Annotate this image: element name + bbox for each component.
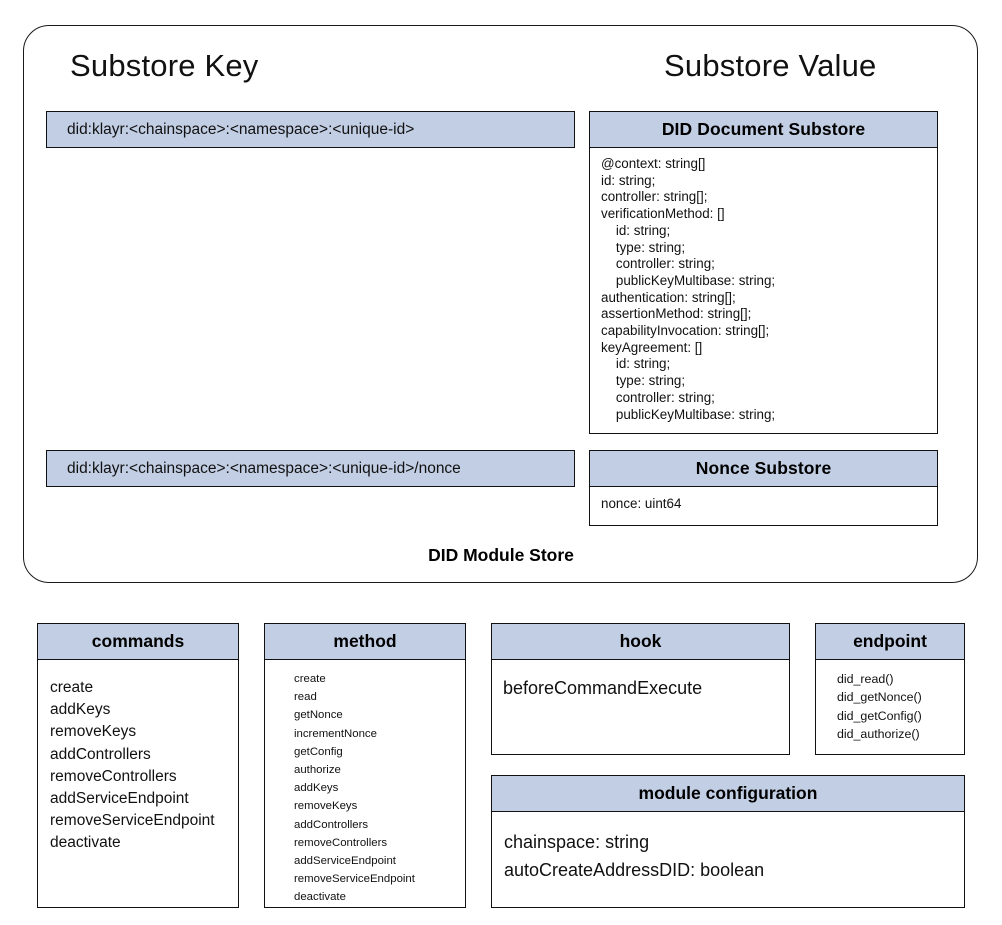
nonce-substore-box: Nonce Substore nonce: uint64 xyxy=(589,450,938,526)
list-item: authorize xyxy=(294,764,341,777)
substore-key-did-document: did:klayr:<chainspace>:<namespace>:<uniq… xyxy=(46,111,575,148)
list-item: create xyxy=(294,673,326,685)
endpoint-panel: endpoint did_read() did_getNonce() did_get… xyxy=(815,623,965,755)
list-item: addServiceEndpoint xyxy=(294,855,396,868)
list-item: deactivate xyxy=(294,891,346,904)
list-item: create xyxy=(50,679,94,696)
substore-key-nonce: did:klayr:<chainspace>:<namespace>:<uniq… xyxy=(46,450,575,487)
list-item: getNonce xyxy=(294,709,343,722)
nonce-substore-title: Nonce Substore xyxy=(590,451,937,487)
module-configuration-panel: module configuration chainspace: string a… xyxy=(491,775,965,908)
method-panel: method create read getNonce incrementNonce g… xyxy=(264,623,466,908)
list-item: did_read() xyxy=(837,672,894,686)
list-item: addServiceEndpoint xyxy=(50,790,189,808)
hook-panel-title: hook xyxy=(492,624,789,660)
list-item: getConfig xyxy=(294,745,343,758)
did-module-store-label: DID Module Store xyxy=(428,545,574,565)
list-item: removeKeys xyxy=(294,800,358,813)
list-item: autoCreateAddressDID: boolean xyxy=(504,860,765,880)
module-configuration-list: chainspace: string autoCreateAddressDID: … xyxy=(492,812,964,894)
hook-list: beforeCommandExecute xyxy=(492,660,789,710)
nonce-substore-schema: nonce: uint64 xyxy=(601,496,682,511)
commands-list: create addKeys removeKeys addControllers rem… xyxy=(38,660,238,865)
list-item: removeServiceEndpoint xyxy=(50,812,215,830)
did-document-substore-schema: @context: string[] id: string; controlle… xyxy=(601,156,776,422)
list-item: deactivate xyxy=(50,834,121,852)
endpoint-panel-title: endpoint xyxy=(816,624,964,660)
method-list: create read getNonce incrementNonce getConfi… xyxy=(265,660,465,917)
list-item: did_getNonce() xyxy=(837,690,922,705)
endpoint-list: did_read() did_getNonce() did_getConfig()d… xyxy=(816,660,964,754)
commands-panel: commands create addKeys removeKeys addContr… xyxy=(37,623,239,908)
module-configuration-panel-title: module configuration xyxy=(492,776,964,812)
commands-panel-title: commands xyxy=(38,624,238,660)
list-item: did_authorize() xyxy=(837,727,920,742)
list-item: read xyxy=(294,691,317,704)
list-item: addKeys xyxy=(50,701,111,719)
list-item: addControllers xyxy=(50,745,151,763)
list-item: addControllers xyxy=(294,818,369,831)
list-item: removeKeys xyxy=(50,723,137,741)
list-item: chainspace: string xyxy=(504,832,650,852)
list-item: incrementNonce xyxy=(294,727,377,740)
substore-key-column-title: Substore Key xyxy=(70,48,259,83)
method-panel-title: method xyxy=(265,624,465,660)
list-item: beforeCommandExecute xyxy=(503,678,703,698)
list-item: addKeys xyxy=(294,782,339,795)
hook-panel: hook beforeCommandExecute xyxy=(491,623,790,755)
list-item: did_getConfig() xyxy=(837,708,922,723)
list-item: removeControllers xyxy=(50,767,177,785)
list-item: removeServiceEndpoint xyxy=(294,873,415,886)
did-document-substore-box: DID Document Substore @context: string[]… xyxy=(589,111,938,434)
substore-value-column-title: Substore Value xyxy=(664,48,877,83)
list-item: removeControllers xyxy=(294,836,388,849)
did-document-substore-title: DID Document Substore xyxy=(590,112,937,148)
